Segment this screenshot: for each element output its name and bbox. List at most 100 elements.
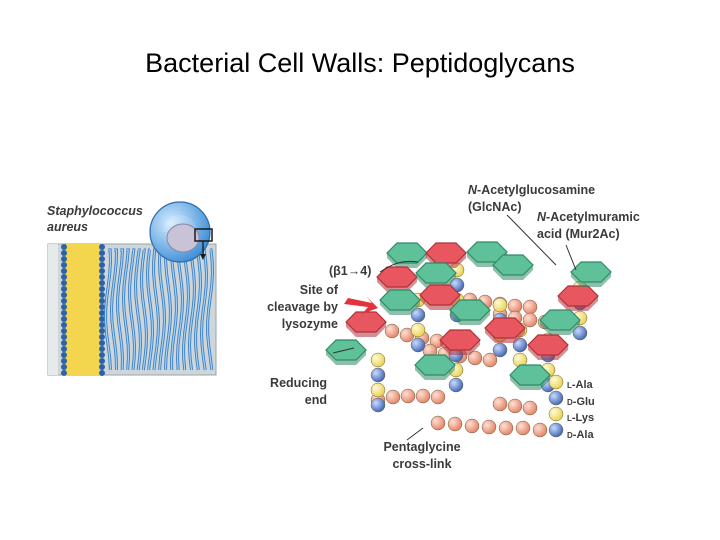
fiber-highlight xyxy=(200,249,208,371)
lipid-head xyxy=(61,358,67,364)
organism-name-line1: Staphylococcus xyxy=(47,204,143,218)
lipid-head xyxy=(99,286,105,292)
glycine-residue xyxy=(498,420,514,436)
glcnac-prefix: N xyxy=(468,183,478,197)
glycine-residue xyxy=(522,299,538,315)
lipid-heads-inner xyxy=(99,244,105,376)
residue-3-prefix: L xyxy=(567,414,572,423)
peptide-residue xyxy=(370,397,386,413)
glycine-residue xyxy=(467,350,483,366)
lipid-head xyxy=(61,298,67,304)
residue-3-name: -Lys xyxy=(572,412,594,424)
glycine-residue xyxy=(415,388,431,404)
peptide-residue xyxy=(492,297,508,313)
glcnac-unit-edge xyxy=(416,273,456,288)
lipid-head xyxy=(99,340,105,346)
pointer-lines xyxy=(332,214,577,441)
cell-wall-illustration: Staphylococcus aureus xyxy=(47,201,217,376)
glycine-residue xyxy=(482,352,498,368)
fiber-highlight xyxy=(141,249,148,371)
fiber-highlight xyxy=(195,249,202,371)
residue-2-name: -Glu xyxy=(573,396,595,408)
fiber-highlight xyxy=(153,249,160,371)
peptidoglycan-structure xyxy=(325,241,612,438)
peptide-residue xyxy=(548,406,564,422)
glycine-residue xyxy=(400,388,416,404)
lipid-head xyxy=(99,244,105,250)
glcnac-unit-edge xyxy=(326,350,366,365)
lipid-head xyxy=(61,340,67,346)
lipid-head xyxy=(61,370,67,376)
glcnac-label-line2: (GlcNAc) xyxy=(468,200,521,214)
peptide-residue xyxy=(370,352,386,368)
glycine-residue xyxy=(384,323,400,339)
pentaglycine-label-line1: Pentaglycine xyxy=(383,440,460,454)
slide-title: Bacterial Cell Walls: Peptidoglycans xyxy=(145,48,575,78)
lipid-heads-outer xyxy=(61,244,67,376)
lipid-head xyxy=(61,334,67,340)
fiber-highlight xyxy=(146,249,154,371)
glycine-residue xyxy=(507,398,523,414)
fiber-highlight xyxy=(207,249,214,371)
murnac-unit-edge xyxy=(485,328,525,343)
glcnac-unit-edge xyxy=(571,272,611,287)
lipid-head xyxy=(61,268,67,274)
lipid-head xyxy=(61,256,67,262)
lipid-head xyxy=(61,262,67,268)
lipid-head xyxy=(99,316,105,322)
svg-text:N-Acetylglucosamine: N-Acetylglucosamine xyxy=(468,183,595,197)
lipid-head xyxy=(99,310,105,316)
glcnac-unit-edge xyxy=(540,320,580,335)
fiber-highlight xyxy=(164,249,172,371)
lipid-head xyxy=(99,274,105,280)
peptide-residue xyxy=(410,337,426,353)
residue-1-prefix: L xyxy=(567,381,572,390)
lipid-head xyxy=(99,250,105,256)
pentaglycine-label-line2: cross-link xyxy=(392,457,451,471)
cleavage-label-line1: Site of xyxy=(300,283,339,297)
peptide-residue xyxy=(548,374,564,390)
lipid-head xyxy=(61,250,67,256)
glycine-residue xyxy=(430,389,446,405)
lipid-head xyxy=(61,322,67,328)
lipid-head xyxy=(99,268,105,274)
peptide-residue xyxy=(572,325,588,341)
lipid-head xyxy=(61,280,67,286)
lipid-head xyxy=(99,334,105,340)
lipid-head xyxy=(99,346,105,352)
svg-text:L-Ala: L-Ala xyxy=(567,379,594,391)
peptide-residue xyxy=(370,367,386,383)
lipid-head xyxy=(99,322,105,328)
murnac-label-line2: acid (Mur2Ac) xyxy=(537,227,620,241)
lipid-head xyxy=(61,292,67,298)
bond-label: (β1→4) xyxy=(329,264,371,278)
peptide-residue xyxy=(548,390,564,406)
lipid-head xyxy=(99,262,105,268)
lipid-head xyxy=(61,346,67,352)
peptide-residue xyxy=(410,307,426,323)
fiber-highlight xyxy=(134,249,142,371)
organism-name-line2: aureus xyxy=(47,220,88,234)
murnac-prefix: N xyxy=(537,210,547,224)
murnac-label-line1: -Acetylmuramic xyxy=(546,210,640,224)
glycine-residue xyxy=(522,312,538,328)
peptide-residue xyxy=(548,422,564,438)
glcnac-unit-edge xyxy=(493,265,533,280)
glycine-residue xyxy=(385,389,401,405)
residue-4-prefix: D xyxy=(567,431,573,440)
lipid-head xyxy=(61,244,67,250)
glycine-residue xyxy=(464,418,480,434)
cleavage-arrow xyxy=(344,296,378,314)
cleavage-label-line3: lysozyme xyxy=(282,317,338,331)
lipid-head xyxy=(61,310,67,316)
lipid-head xyxy=(99,358,105,364)
fiber-highlight xyxy=(158,249,166,371)
lipid-head xyxy=(61,364,67,370)
glcnac-unit-edge xyxy=(450,310,490,325)
peptide-residue xyxy=(448,377,464,393)
glcnac-unit-edge xyxy=(510,375,550,390)
fiber-highlight xyxy=(110,249,118,371)
cell-cutaway xyxy=(166,223,200,253)
fiber-highlight xyxy=(105,249,112,371)
